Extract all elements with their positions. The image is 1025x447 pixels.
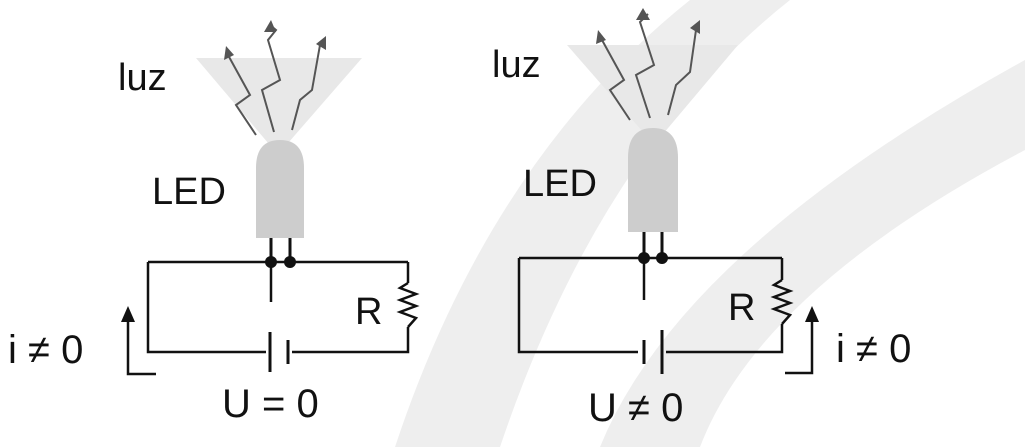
current-label: i ≠ 0 [836,327,911,371]
right-circuit: luz LED R i ≠ 0 U ≠ 0 [492,8,911,430]
left-circuit: luz LED R i ≠ 0 U = 0 [8,20,420,426]
wire-right-lower [666,324,784,354]
arrowhead [596,30,606,44]
wire-left [517,258,638,354]
junction-dot [265,256,277,268]
led-body [628,128,678,232]
led-body [256,140,304,238]
background-watermark [395,0,1025,447]
current-label: i ≠ 0 [8,328,83,372]
wire-left [146,262,266,354]
light-ray-arrowheads [224,20,326,60]
wire-right-lower [292,327,410,354]
light-cone [567,45,738,140]
light-label: luz [492,44,541,86]
current-arrow [785,306,819,375]
junction-dot [284,256,296,268]
voltage-label: U = 0 [222,382,319,426]
arrowhead [224,46,234,60]
light-rays [227,24,321,136]
arrowhead [264,20,276,32]
junction-dot [656,252,668,264]
junction-dot [638,252,650,264]
resistor [770,278,794,325]
circuit-wires [517,256,784,354]
led-label: LED [152,171,226,213]
light-ray [227,54,257,136]
light-cone [196,58,362,150]
resistor [396,281,420,328]
light-ray [260,24,282,133]
resistor-label: R [728,287,755,329]
led-label: LED [523,163,597,205]
resistor-label: R [355,291,382,333]
light-ray [291,44,321,131]
arrowhead [316,36,326,50]
light-label: luz [118,57,167,99]
light-ray [601,39,631,121]
arrowhead [636,8,650,20]
current-arrow [121,306,156,376]
light-ray-arrowheads [596,8,700,44]
light-ray [667,29,697,116]
voltage-label: U ≠ 0 [588,386,683,430]
circuit-wires [146,260,410,354]
arrowhead [690,20,700,34]
